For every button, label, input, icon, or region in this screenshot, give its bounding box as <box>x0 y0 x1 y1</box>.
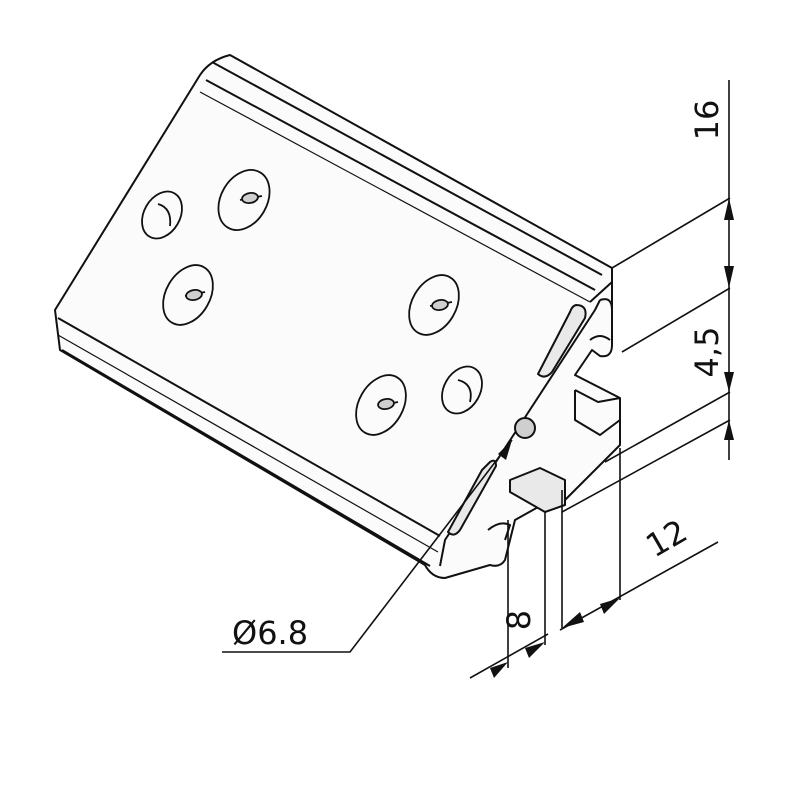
ext-line-16-top <box>611 197 731 269</box>
ext-line-45-bottom <box>561 419 731 513</box>
ext-line-16-bottom <box>621 287 731 353</box>
top-edge-1 <box>211 61 603 276</box>
hole-3 <box>162 264 214 326</box>
dim-line-8 <box>469 633 549 679</box>
dim-label-diameter: Ø6.8 <box>232 614 308 652</box>
dimension-lines <box>222 80 731 679</box>
bottom-edge-1 <box>57 317 441 537</box>
mounting-holes <box>141 169 483 436</box>
dim-label-12: 12 <box>639 512 693 565</box>
arrow-8-left <box>490 662 508 678</box>
dim-label-8: 8 <box>500 610 538 630</box>
groove-rail-upper <box>574 389 621 436</box>
profile-outline <box>54 54 621 579</box>
arrow-diameter <box>498 440 512 460</box>
end-slot-lower <box>447 459 497 536</box>
dim-line-12 <box>559 541 719 631</box>
ext-line-45-top <box>604 391 731 463</box>
arrow-12-left <box>562 612 584 628</box>
hole-4 <box>408 274 460 336</box>
dim-label-16: 16 <box>688 100 726 141</box>
hole-6 <box>441 365 483 415</box>
arrow-8-right <box>525 642 545 658</box>
groove-lip-right <box>589 335 611 341</box>
arrow-12-right <box>600 598 620 614</box>
arrow-45-top <box>724 372 734 392</box>
leader-diameter <box>222 439 513 653</box>
top-edge-3 <box>199 91 591 303</box>
hole-5 <box>355 374 407 436</box>
arrow-45-bottom <box>724 420 734 440</box>
dimension-arrows <box>490 198 734 678</box>
top-edge-2 <box>205 79 596 291</box>
arrow-16-bottom <box>724 266 734 288</box>
bottom-edge-2 <box>57 334 439 553</box>
arrow-16-top <box>724 198 734 220</box>
profile-body <box>54 54 621 579</box>
groove-lip-left <box>487 522 511 541</box>
hole-1 <box>141 190 183 240</box>
dim-label-4-5: 4,5 <box>688 327 726 378</box>
bottom-edge-3 <box>61 349 431 567</box>
end-slot-upper <box>537 304 587 378</box>
center-bore <box>514 417 536 439</box>
hole-2 <box>217 169 271 231</box>
